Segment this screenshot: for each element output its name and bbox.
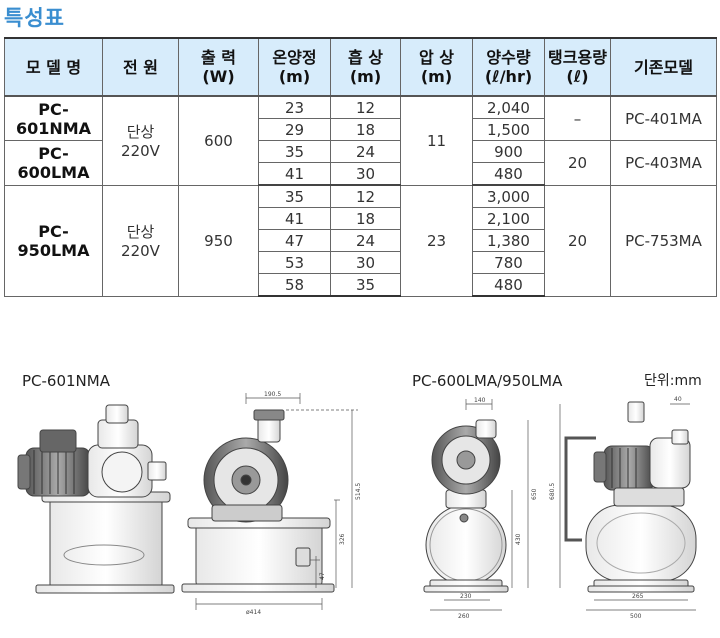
pressure-cell: 11 bbox=[400, 95, 473, 186]
dim-label: 430 bbox=[515, 533, 522, 545]
dim-label: 190.5 bbox=[264, 391, 281, 398]
suction-cell: 12 bbox=[330, 184, 401, 208]
table-row: 41 18 2,100 bbox=[5, 207, 717, 230]
pressure-cell: 23 bbox=[400, 184, 473, 297]
flow-cell: 2,040 bbox=[472, 95, 545, 119]
tank-cell: – bbox=[544, 95, 611, 141]
header-old-model: 기존모델 bbox=[610, 37, 717, 97]
head-cell: 35 bbox=[258, 140, 331, 163]
flow-cell: 900 bbox=[472, 140, 545, 163]
suction-cell: 30 bbox=[330, 162, 401, 186]
flow-cell: 2,100 bbox=[472, 207, 545, 230]
flow-cell: 3,000 bbox=[472, 184, 545, 208]
header-total-head: 온양정(m) bbox=[258, 37, 331, 97]
flow-cell: 1,500 bbox=[472, 118, 545, 141]
table-row: PC-601NMA 단상 220V 600 23 12 11 2,040 – P… bbox=[4, 95, 717, 186]
header-output: 출 력(W) bbox=[178, 37, 259, 97]
suction-cell: 35 bbox=[330, 273, 401, 297]
dim-label: 265 bbox=[632, 593, 644, 600]
dim-label: 140 bbox=[474, 397, 486, 404]
header-flow: 양수량(ℓ/hr) bbox=[472, 37, 545, 97]
head-cell: 53 bbox=[258, 251, 331, 274]
output-cell: 600 bbox=[178, 95, 259, 186]
suction-cell: 18 bbox=[330, 207, 401, 230]
head-cell: 41 bbox=[258, 162, 331, 186]
dim-label: 326 bbox=[339, 533, 346, 545]
pc600-side-view bbox=[564, 401, 697, 593]
spec-table: 모 델 명 전 원 출 력(W) 온양정(m) 흡 상(m) 압 상(m) 양수… bbox=[4, 37, 717, 297]
suction-cell: 24 bbox=[330, 229, 401, 252]
head-cell: 35 bbox=[258, 184, 331, 208]
header-row: 모 델 명 전 원 출 력(W) 온양정(m) 흡 상(m) 압 상(m) 양수… bbox=[4, 37, 717, 97]
flow-cell: 480 bbox=[472, 162, 545, 186]
pc601-dimensions bbox=[195, 393, 358, 610]
pc601-side-view bbox=[17, 404, 175, 594]
dim-label: 260 bbox=[458, 613, 470, 620]
output-cell: 950 bbox=[178, 184, 259, 297]
technical-drawings: 190.5 514.5 326 47 ø414 140 650 430 230 … bbox=[17, 391, 697, 620]
old-model-cell: PC-753MA bbox=[610, 184, 717, 297]
head-cell: 29 bbox=[258, 118, 331, 141]
table-row: 58 35 480 bbox=[5, 273, 717, 297]
header-model: 모 델 명 bbox=[4, 37, 103, 97]
header-pressure: 압 상(m) bbox=[400, 37, 473, 97]
pc600-front-view bbox=[423, 419, 509, 593]
suction-cell: 24 bbox=[330, 140, 401, 163]
tank-cell: 20 bbox=[544, 140, 611, 186]
dim-label: 514.5 bbox=[355, 483, 362, 500]
head-cell: 47 bbox=[258, 229, 331, 252]
drawing-caption-left: PC-601NMA bbox=[22, 372, 110, 390]
table-row: 47 24 1,380 bbox=[5, 229, 717, 252]
dim-label: 650 bbox=[531, 488, 538, 500]
model-cell: PC-950LMA bbox=[4, 184, 103, 297]
drawing-caption-right: PC-600LMA/950LMA bbox=[412, 372, 563, 390]
header-tank: 탱크용량(ℓ) bbox=[544, 37, 611, 97]
dim-label: 40 bbox=[674, 396, 682, 403]
dim-label: 500 bbox=[630, 613, 642, 620]
pc601-front-view bbox=[181, 409, 335, 593]
header-suction: 흡 상(m) bbox=[330, 37, 401, 97]
pc600-front-dimensions bbox=[430, 399, 529, 611]
dim-label: ø414 bbox=[246, 609, 261, 616]
tank-cell: 20 bbox=[544, 184, 611, 297]
table-row: 41 30 480 bbox=[5, 162, 717, 186]
head-cell: 58 bbox=[258, 273, 331, 297]
suction-cell: 18 bbox=[330, 118, 401, 141]
table-row: PC-600LMA 35 24 900 20 PC-403MA bbox=[4, 140, 717, 186]
header-power: 전 원 bbox=[102, 37, 179, 97]
pc600-side-dimensions bbox=[559, 403, 696, 611]
head-cell: 41 bbox=[258, 207, 331, 230]
flow-cell: 480 bbox=[472, 273, 545, 297]
suction-cell: 12 bbox=[330, 95, 401, 119]
old-model-cell: PC-403MA bbox=[610, 140, 717, 186]
unit-label: 단위:mm bbox=[644, 373, 702, 389]
model-cell: PC-600LMA bbox=[4, 140, 103, 186]
power-cell: 단상 220V bbox=[102, 95, 179, 186]
dim-label: 47 bbox=[319, 572, 326, 580]
flow-cell: 1,380 bbox=[472, 229, 545, 252]
dim-label: 230 bbox=[460, 593, 472, 600]
table-row: PC-950LMA 단상 220V 950 35 12 23 3,000 20 … bbox=[4, 184, 717, 297]
old-model-cell: PC-401MA bbox=[610, 95, 717, 141]
power-cell: 단상 220V bbox=[102, 184, 179, 297]
page-title: 특성표 bbox=[4, 6, 65, 30]
head-cell: 23 bbox=[258, 95, 331, 119]
flow-cell: 780 bbox=[472, 251, 545, 274]
dim-label: 680.5 bbox=[549, 483, 556, 500]
suction-cell: 30 bbox=[330, 251, 401, 274]
model-cell: PC-601NMA bbox=[4, 95, 103, 141]
table-row: 53 30 780 bbox=[5, 251, 717, 274]
